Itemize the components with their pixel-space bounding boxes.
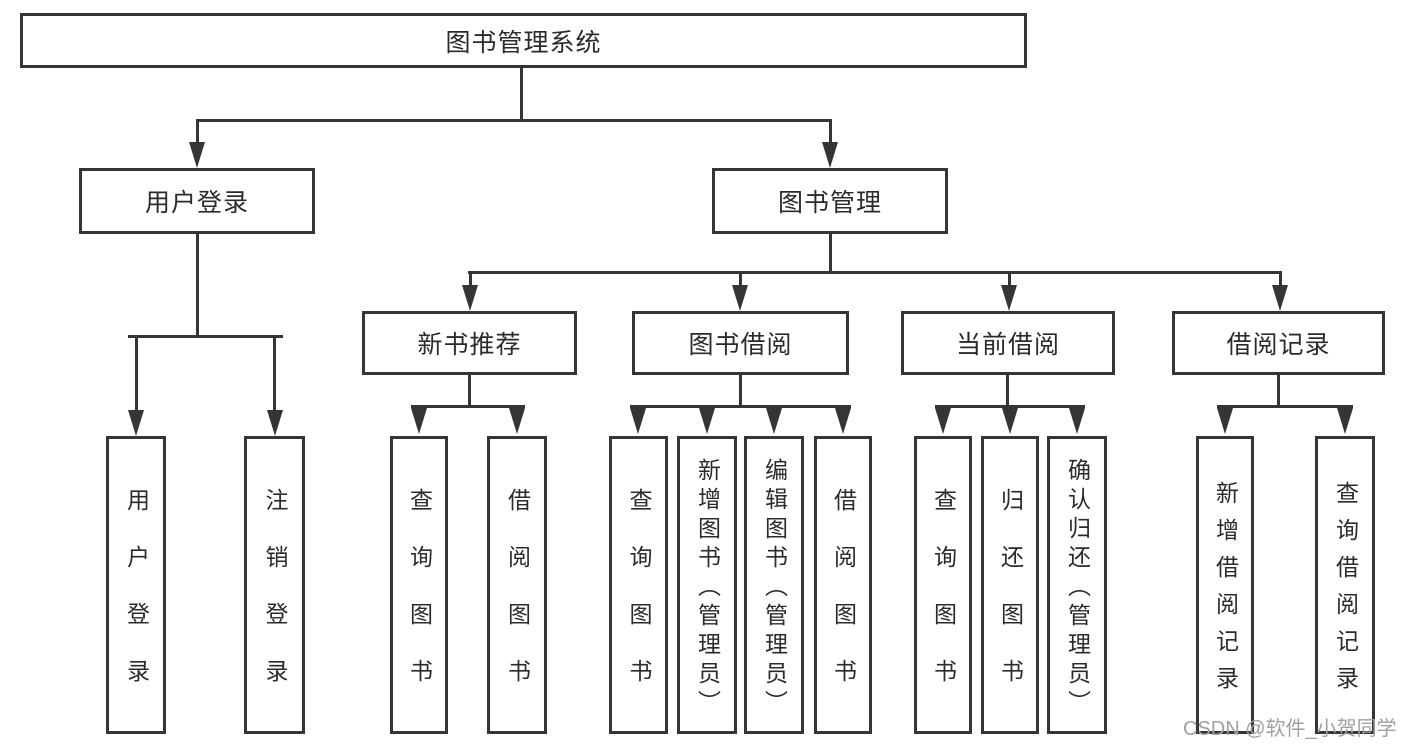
connector-borrowing-hbar [630,405,851,408]
leaf-return-books-label: 归还图书 [997,488,1024,716]
connector-current-stem [1006,375,1009,407]
leaf-user-login-label: 用户登录 [123,488,150,716]
connector-bookmgmt-hbar [468,271,1282,274]
leaf-query-books-current: 查询图书 [914,436,972,734]
leaf-add-book-admin-label: 新增图书（管理员） [694,457,721,719]
node-root-label: 图书管理系统 [445,28,602,57]
connector-newbooks-stem [468,375,471,407]
node-root: 图书管理系统 [20,13,1027,68]
leaf-query-borrow-record: 查询借阅记录 [1315,436,1375,734]
leaf-borrow-books-recommend-label: 借阅图书 [504,488,531,716]
connector-userlogin-hbar [128,335,283,338]
leaf-return-books: 归还图书 [981,436,1039,734]
node-new-book-recommend: 新书推荐 [362,311,577,375]
arrowhead-leaf-user-login [128,410,144,436]
connector-current-hbar [935,405,1085,408]
node-borrowing-records: 借阅记录 [1172,311,1385,375]
leaf-add-borrow-record: 新增借阅记录 [1196,436,1254,734]
connector-bookmgmt-drop-2 [739,271,742,287]
arrowhead-newbooks-leaf-2 [509,408,525,434]
connector-records-stem [1277,375,1280,407]
arrowhead-records-leaf-2 [1337,408,1353,434]
connector-bookmgmt-stem [829,234,832,274]
connector-root-stem [520,68,523,120]
leaf-borrow-books-borrowing-label: 借阅图书 [830,488,857,716]
leaf-query-borrow-record-label: 查询借阅记录 [1332,481,1359,703]
connector-bookmgmt-drop-3 [1008,271,1011,287]
arrowhead-borrowing-leaf-2 [699,408,715,434]
leaf-confirm-return-admin: 确认归还（管理员） [1047,436,1107,734]
arrowhead-new-book-recommend [462,285,478,311]
leaf-borrow-books-recommend: 借阅图书 [487,436,547,734]
arrowhead-borrowing-records [1272,285,1288,311]
arrowhead-records-leaf-1 [1217,408,1233,434]
arrowhead-current-leaf-1 [935,408,951,434]
node-current-borrowing-label: 当前借阅 [955,331,1060,359]
connector-records-hbar [1217,405,1353,408]
arrowhead-newbooks-leaf-1 [411,408,427,434]
node-user-login: 用户登录 [79,168,315,234]
arrowhead-current-leaf-3 [1069,408,1085,434]
leaf-query-books-recommend-label: 查询图书 [406,488,433,716]
arrowhead-borrowing-leaf-1 [630,408,646,434]
connector-userlogin-stem [196,234,199,338]
node-book-management-label: 图书管理 [777,189,882,217]
leaf-query-books-borrowing: 查询图书 [609,436,668,734]
leaf-add-book-admin: 新增图书（管理员） [677,436,737,734]
leaf-query-books-current-label: 查询图书 [930,488,957,716]
arrowhead-borrowing-leaf-4 [835,408,851,434]
node-new-book-recommend-label: 新书推荐 [417,331,522,359]
connector-bookmgmt-drop-4 [1279,271,1282,287]
leaf-logout-label: 注销登录 [262,488,288,716]
node-borrowing-records-label: 借阅记录 [1226,331,1331,359]
node-book-management: 图书管理 [712,168,948,234]
leaf-query-books-borrowing-label: 查询图书 [626,488,652,716]
connector-bookmgmt-drop-1 [469,271,472,287]
connector-newbooks-hbar [411,405,525,408]
arrowhead-current-leaf-2 [1002,408,1018,434]
connector-borrowing-stem [739,375,742,407]
connector-root-drop-left [196,119,199,145]
leaf-user-login: 用户登录 [106,436,166,734]
arrowhead-book-management [822,142,838,168]
arrowhead-current-borrowing [1001,285,1017,311]
leaf-confirm-return-admin-label: 确认归还（管理员） [1064,457,1091,719]
leaf-query-books-recommend: 查询图书 [390,436,448,734]
node-book-borrowing: 图书借阅 [632,311,849,375]
leaf-borrow-books-borrowing: 借阅图书 [814,436,872,734]
connector-userlogin-drop-2 [273,335,276,412]
connector-root-drop-right [829,119,832,145]
arrowhead-user-login [189,142,205,168]
node-book-borrowing-label: 图书借阅 [688,331,793,359]
arrowhead-book-borrowing [732,285,748,311]
node-user-login-label: 用户登录 [144,189,249,217]
leaf-add-borrow-record-label: 新增借阅记录 [1212,481,1239,703]
leaf-edit-book-admin-label: 编辑图书（管理员） [761,457,788,719]
node-current-borrowing: 当前借阅 [901,311,1115,375]
connector-root-hbar [196,119,832,122]
arrowhead-leaf-logout [267,410,283,436]
connector-userlogin-drop-1 [135,335,138,412]
leaf-edit-book-admin: 编辑图书（管理员） [744,436,804,734]
arrowhead-borrowing-leaf-3 [766,408,782,434]
watermark: CSDN @软件_小贺同学 [1183,718,1397,740]
leaf-logout: 注销登录 [244,436,305,734]
